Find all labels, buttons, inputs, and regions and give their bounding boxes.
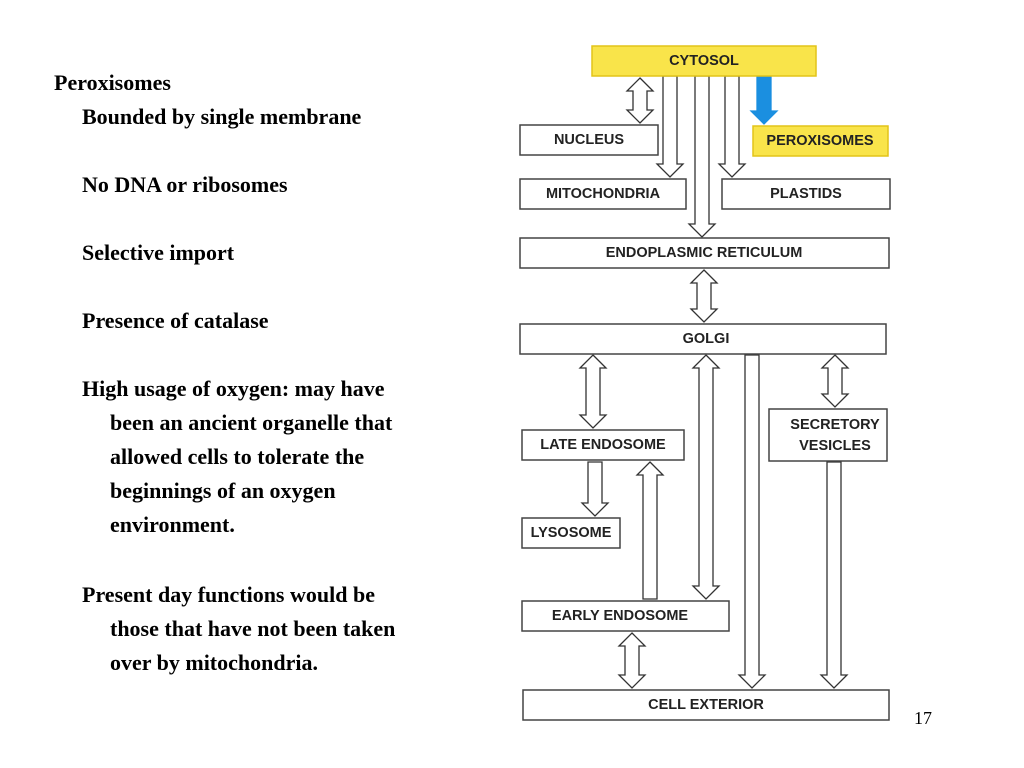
cytosol-box: CYTOSOL bbox=[591, 45, 817, 77]
er-rect bbox=[519, 237, 890, 269]
bullet-line: beginnings of an oxygen bbox=[110, 478, 336, 503]
bullet-line: those that have not been taken bbox=[110, 616, 396, 641]
mitochondria-box: MITOCHONDRIA bbox=[519, 178, 687, 210]
bullet-item: Selective import bbox=[82, 236, 234, 270]
bullet-item: Presence of catalase bbox=[82, 304, 269, 338]
nucleus-label: NUCLEUS bbox=[554, 132, 624, 148]
bullet-item: Bounded by single membrane bbox=[82, 100, 361, 134]
mitochondria-label: MITOCHONDRIA bbox=[546, 186, 661, 202]
peroxisomes-label: PEROXISOMES bbox=[766, 133, 873, 149]
bullet-line: over by mitochondria. bbox=[110, 650, 318, 675]
nucleus-rect bbox=[519, 124, 659, 156]
er-label: ENDOPLASMIC RETICULUM bbox=[606, 245, 803, 261]
early-endosome-cell-exterior-arrow bbox=[617, 632, 647, 689]
plastids-box: PLASTIDS bbox=[721, 178, 891, 210]
bullet-line: allowed cells to tolerate the bbox=[110, 444, 365, 469]
er-golgi-arrow bbox=[689, 269, 719, 323]
nucleus-box: NUCLEUS bbox=[519, 124, 659, 156]
bullet-line: Presence of catalase bbox=[82, 308, 269, 333]
early-endosome-box: EARLY ENDOSOME bbox=[521, 600, 730, 632]
lysosome-rect bbox=[521, 517, 621, 549]
cell-exterior-label: CELL EXTERIOR bbox=[648, 697, 764, 713]
peroxisomes-rect bbox=[752, 125, 889, 157]
golgi-label: GOLGI bbox=[683, 331, 730, 347]
bullet-item: Present day functions would be those that… bbox=[82, 578, 395, 680]
cytosol-mitochondria-arrow bbox=[655, 75, 685, 178]
plastids-rect bbox=[721, 178, 891, 210]
late-endosome-box: LATE ENDOSOME bbox=[521, 429, 685, 461]
golgi-secretory-arrow bbox=[820, 354, 850, 408]
late-endosome-lysosome-arrow bbox=[580, 461, 610, 517]
cytosol-peroxisomes-arrow bbox=[749, 75, 779, 125]
bullet-line: been an ancient organelle that bbox=[110, 410, 393, 435]
early-to-late-endosome-arrow bbox=[635, 461, 665, 600]
slide-title: Peroxisomes bbox=[54, 70, 171, 95]
bullet-line: environment. bbox=[110, 512, 235, 537]
cytosol-label: CYTOSOL bbox=[669, 53, 739, 69]
mitochondria-rect bbox=[519, 178, 687, 210]
plastids-label: PLASTIDS bbox=[770, 186, 842, 202]
early-endosome-label: EARLY ENDOSOME bbox=[552, 608, 688, 624]
golgi-cell-exterior-arrow bbox=[737, 354, 767, 689]
secretory-label-line2: VESICLES bbox=[799, 438, 871, 454]
peroxisomes-box: PEROXISOMES bbox=[752, 125, 889, 157]
cytosol-plastids-arrow bbox=[717, 75, 747, 178]
golgi-early-endosome-arrow bbox=[691, 354, 721, 600]
bullet-line: Bounded by single membrane bbox=[82, 104, 362, 129]
cytosol-rect bbox=[591, 45, 817, 77]
secretory-label-line1: SECRETORY bbox=[790, 417, 880, 433]
bullet-line: Selective import bbox=[82, 240, 235, 265]
golgi-box: GOLGI bbox=[519, 323, 887, 355]
late-endosome-rect bbox=[521, 429, 685, 461]
cell-exterior-rect bbox=[522, 689, 890, 721]
bullet-line: No DNA or ribosomes bbox=[82, 172, 288, 197]
transport-arrows bbox=[578, 75, 850, 689]
cytosol-nucleus-arrow bbox=[625, 77, 655, 124]
cell-exterior-box: CELL EXTERIOR bbox=[522, 689, 890, 721]
cytosol-er-arrow bbox=[687, 75, 717, 238]
bullet-item: High usage of oxygen: may have been an an… bbox=[82, 372, 392, 542]
page-number: 17 bbox=[914, 708, 932, 728]
secretory-cell-exterior-arrow bbox=[819, 461, 849, 689]
secretory-vesicles-rect bbox=[768, 408, 888, 462]
lysosome-label: LYSOSOME bbox=[531, 525, 612, 541]
bullet-line: High usage of oxygen: may have bbox=[82, 376, 385, 401]
secretory-vesicles-box: SECRETORY VESICLES bbox=[768, 408, 888, 462]
er-box: ENDOPLASMIC RETICULUM bbox=[519, 237, 890, 269]
lysosome-box: LYSOSOME bbox=[521, 517, 621, 549]
bullet-line: Present day functions would be bbox=[82, 582, 375, 607]
early-endosome-rect bbox=[521, 600, 730, 632]
bullet-item: No DNA or ribosomes bbox=[82, 168, 288, 202]
golgi-late-endosome-arrow bbox=[578, 354, 608, 429]
golgi-rect bbox=[519, 323, 887, 355]
late-endosome-label: LATE ENDOSOME bbox=[540, 437, 666, 453]
